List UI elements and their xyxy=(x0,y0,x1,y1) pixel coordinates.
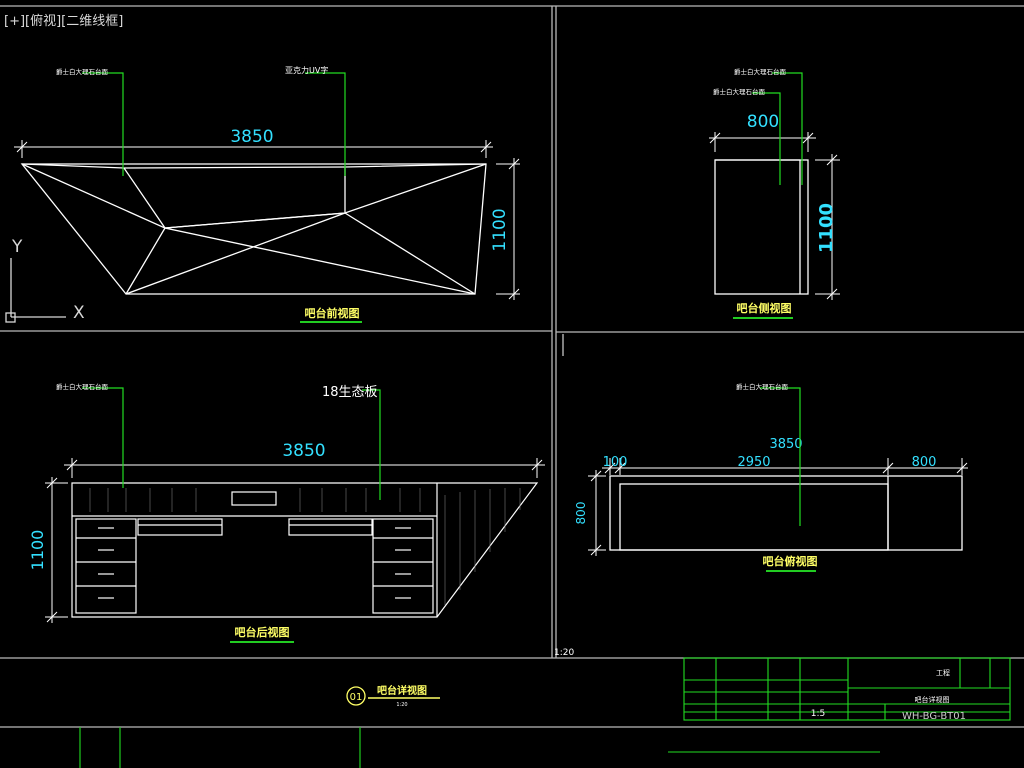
front-view-leaders xyxy=(82,72,346,176)
back-view-leaders xyxy=(82,387,381,500)
back-drawer-handles xyxy=(98,527,411,599)
top-height-dimension: 800 xyxy=(574,502,588,525)
title-block-scale: 1:5 xyxy=(811,709,825,719)
side-view-leaders xyxy=(752,72,803,185)
front-callout-uv-letters: 亚克力UV字 xyxy=(285,65,328,75)
title-block-frame xyxy=(79,657,1011,768)
ucs-y-label: Y xyxy=(11,237,23,257)
front-view-dimensions xyxy=(14,140,520,300)
top-view-title: 吧台俯视图 xyxy=(763,554,818,568)
detail-marker-circle xyxy=(346,686,366,706)
detail-marker-number: 01 xyxy=(350,692,363,703)
back-view-geometry xyxy=(71,482,539,618)
scale-note: 1:20 xyxy=(554,648,574,658)
side-view-title: 吧台侧视图 xyxy=(737,301,792,315)
front-view-title: 吧台前视图 xyxy=(305,306,360,320)
title-block-drawing-name: 吧台详视图 xyxy=(915,695,950,704)
top-callout-marble: 爵士白大理石台面 xyxy=(736,382,789,391)
back-height-dimension: 1100 xyxy=(28,530,47,571)
viewport-label[interactable]: [+][俯视][二维线框] xyxy=(4,14,124,29)
front-height-dimension: 1100 xyxy=(490,208,510,251)
back-view-hatch xyxy=(89,488,521,605)
ucs-icon xyxy=(5,258,66,323)
back-view-dimensions xyxy=(45,458,545,623)
side-view-geometry xyxy=(714,159,809,295)
detail-marker-title: 吧台详视图 xyxy=(377,684,427,697)
side-callout-marble-2: 爵士白大理石台面 xyxy=(713,87,766,96)
top-dim-segment-3: 800 xyxy=(912,455,937,470)
top-view-dimensions xyxy=(588,458,968,556)
side-height-dimension: 1100 xyxy=(816,203,837,253)
top-total-dimension: 3850 xyxy=(769,437,802,452)
title-block-project-label: 工程 xyxy=(936,668,950,677)
side-width-dimension: 800 xyxy=(747,112,779,132)
top-dim-segment-1: 100 xyxy=(603,455,628,470)
side-callout-marble-1: 爵士白大理石台面 xyxy=(734,67,787,76)
title-block-drawing-number: WH-BG-BT01 xyxy=(902,711,966,722)
front-width-dimension: 3850 xyxy=(230,127,273,147)
back-view-title: 吧台后视图 xyxy=(235,625,290,639)
top-view-leaders xyxy=(760,387,801,526)
back-width-dimension: 3850 xyxy=(282,441,325,461)
back-callout-eco-board: 18生态板 xyxy=(322,385,378,400)
detail-marker-scale: 1:20 xyxy=(396,702,407,708)
front-view-geometry xyxy=(20,163,487,295)
back-callout-marble: 爵士白大理石台面 xyxy=(56,382,109,391)
top-dim-segment-2: 2950 xyxy=(737,455,770,470)
viewport-frames xyxy=(0,5,1024,728)
side-view-dimensions xyxy=(709,132,840,300)
top-view-geometry xyxy=(609,475,963,551)
ucs-x-label: X xyxy=(73,303,85,323)
front-callout-marble: 爵士白大理石台面 xyxy=(56,67,109,76)
